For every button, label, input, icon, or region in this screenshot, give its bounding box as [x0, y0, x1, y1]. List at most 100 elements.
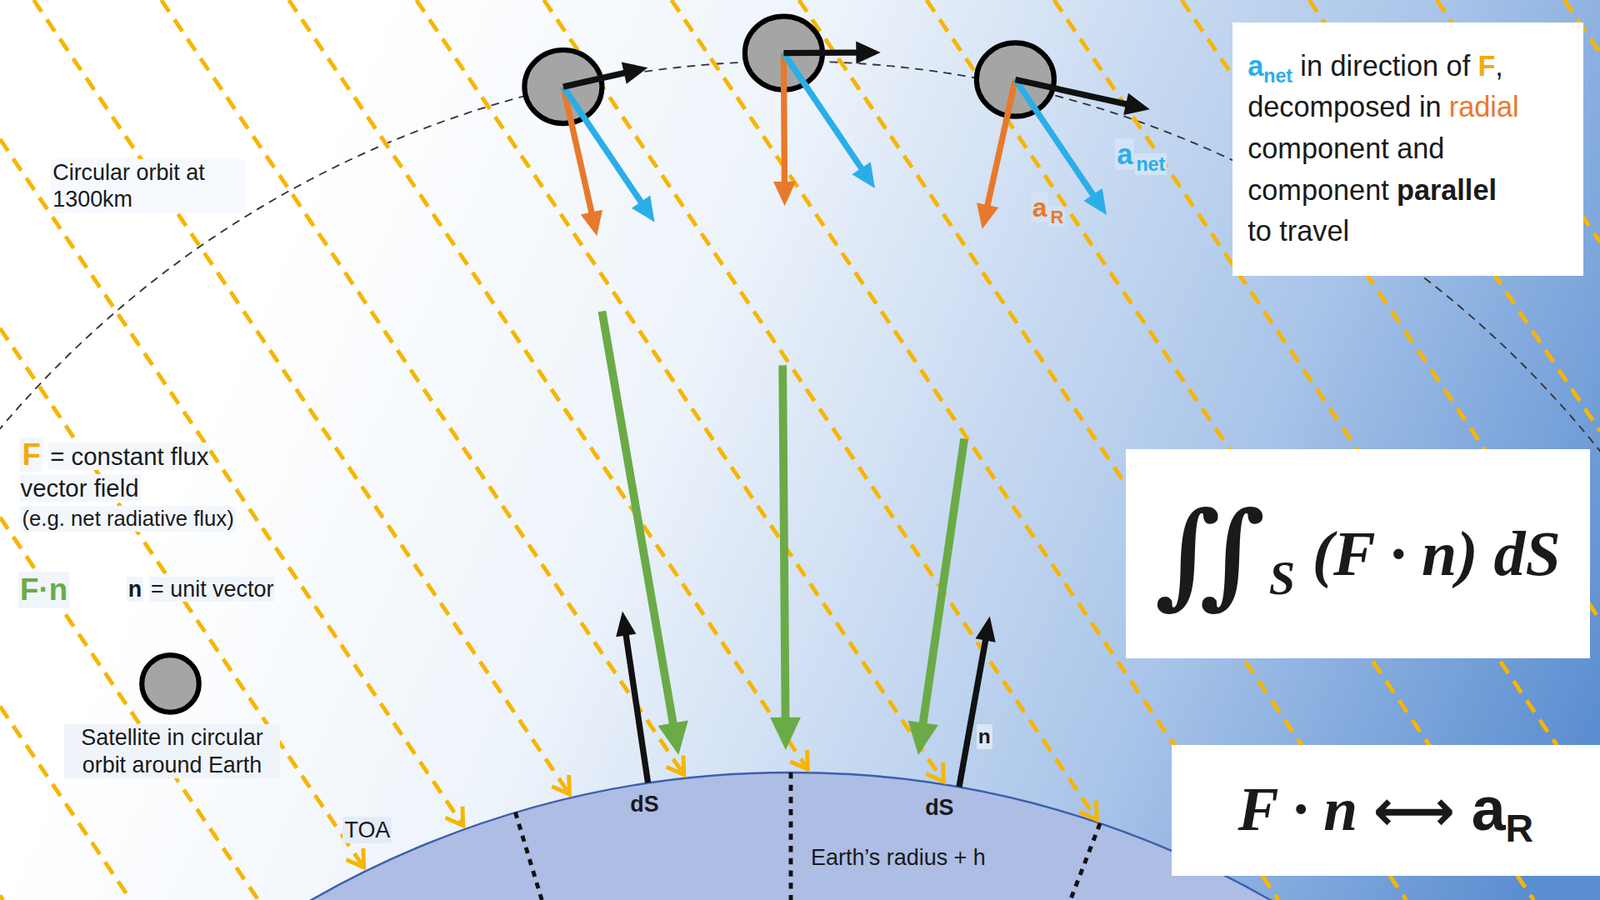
label-group: aR	[1030, 191, 1066, 224]
flux-line	[416, 0, 945, 782]
unit-vector-label: n	[976, 724, 993, 749]
unit-vector-description: = unit vector	[149, 576, 275, 602]
formula-box: ∬S (F · n) dS	[1125, 449, 1590, 659]
box-text: F	[1477, 45, 1495, 88]
flux-normal-arrow	[601, 310, 674, 725]
flux-line	[0, 517, 259, 900]
label-group: n= unit vector	[126, 575, 276, 603]
radial-acceleration-subscript: R	[1048, 206, 1065, 228]
box-text: net	[1263, 62, 1293, 91]
box-text: to travel	[1247, 210, 1350, 253]
flux-arrowhead	[925, 762, 944, 782]
text-line: to travel	[1247, 210, 1350, 253]
net-acceleration-symbol: a	[1115, 138, 1135, 170]
flux-line	[33, 0, 570, 795]
flux-arrowhead	[1079, 800, 1097, 820]
normal-vector-head	[975, 616, 996, 643]
velocity-arrow-head	[855, 41, 880, 65]
flux-description: = constant flux vector field	[20, 442, 209, 502]
flux-arrowhead	[666, 755, 685, 775]
box-text: radial	[1449, 86, 1520, 129]
text-line: componentparallel	[1247, 170, 1497, 212]
orbit-label: Circular orbit at 1300km	[50, 159, 246, 214]
radius-lines	[515, 772, 1100, 900]
flux-normal-arrow	[782, 365, 785, 720]
text-line: ∬S (F · n) dS	[1155, 490, 1561, 617]
relation-box: F · n⟷aR	[1171, 745, 1600, 876]
flux-line	[1054, 0, 1600, 810]
radius-line	[515, 812, 542, 900]
flux-arrowhead	[790, 750, 808, 770]
radial-acceleration-arrow-head	[976, 202, 999, 230]
box-text: R	[1505, 807, 1535, 850]
satellite-legend-label: Satellite in circular orbit around Earth	[64, 724, 280, 779]
radial-acceleration-symbol: a	[1030, 192, 1050, 223]
toa-label: TOA	[342, 816, 392, 844]
flux-symbol: F	[20, 437, 42, 472]
velocity-arrow-head	[1123, 93, 1150, 115]
label-group: anet	[1115, 137, 1167, 172]
radial-acceleration-arrow-head	[773, 181, 796, 206]
velocity-arrow-head	[621, 62, 649, 85]
flux-line	[160, 0, 684, 775]
arrow-layer	[601, 310, 995, 787]
box-text: ⟷	[1373, 779, 1455, 842]
flux-line	[289, 0, 809, 770]
normal-vector	[959, 638, 986, 787]
text-line: component and	[1247, 128, 1445, 170]
normal-vector-head	[615, 610, 636, 637]
satellites	[141, 16, 1055, 713]
text-line: anetin direction ofF,	[1247, 45, 1504, 88]
box-text: a	[1247, 45, 1264, 88]
surface-element-label: dS	[923, 794, 955, 821]
box-text: S	[1269, 553, 1295, 605]
orbit-path	[0, 60, 1600, 900]
net-acceleration-arrow-head	[631, 195, 655, 223]
flux-line	[0, 139, 464, 826]
satellite-arrows	[563, 41, 1150, 237]
flux-normal-arrow-head	[658, 720, 689, 755]
radius-line	[789, 772, 794, 900]
box-text: ∬	[1155, 490, 1270, 617]
net-acceleration-arrow	[783, 53, 863, 170]
box-text: decomposed in	[1247, 86, 1441, 129]
text-line: F · n⟷aR	[1238, 775, 1535, 845]
flux-example: (e.g. net radiative flux)	[20, 505, 235, 532]
net-acceleration-arrow-head	[851, 161, 875, 189]
surface-element-label: dS	[628, 790, 660, 818]
flux-arrowhead	[551, 775, 570, 795]
box-text: parallel	[1396, 170, 1497, 212]
unit-vector-symbol: n	[126, 576, 144, 602]
velocity-arrow	[783, 49, 858, 56]
net-acceleration-arrow	[563, 86, 643, 204]
radial-acceleration-arrow	[987, 80, 1016, 208]
flux-line	[544, 0, 1098, 820]
text-line: decomposed inradial	[1247, 86, 1519, 129]
velocity-arrow	[1015, 80, 1128, 105]
box-text: in direction of	[1300, 45, 1470, 88]
radius-line	[1070, 823, 1100, 900]
radius-label: Earth’s radius + h	[809, 844, 988, 871]
flux-arrowhead	[346, 848, 365, 868]
box-text: a	[1471, 775, 1506, 844]
box-text: component	[1247, 170, 1390, 212]
satellite-legend-icon	[141, 655, 200, 713]
box-text: ,	[1495, 45, 1504, 88]
box-text: (F · n) dS	[1312, 519, 1561, 590]
flux-normal-symbol: F·n	[18, 571, 70, 609]
net-acceleration-subscript: net	[1134, 153, 1167, 175]
flux-normal-arrow-head	[770, 717, 801, 750]
net-acceleration-arrow-head	[1083, 188, 1107, 215]
velocity-arrow	[563, 72, 626, 87]
flux-normal-arrow-head	[907, 720, 938, 755]
normal-vector	[625, 633, 649, 783]
radial-acceleration-arrow-head	[580, 210, 603, 237]
flux-normal-arrow	[922, 439, 965, 725]
flux-line	[0, 895, 4, 900]
flux-arrowhead	[445, 806, 464, 826]
radial-acceleration-arrow	[783, 53, 785, 185]
label-group: F= constant flux vector field (e.g. net r…	[20, 436, 237, 532]
text-box: anetin direction ofF,decomposed inradial…	[1232, 22, 1584, 276]
